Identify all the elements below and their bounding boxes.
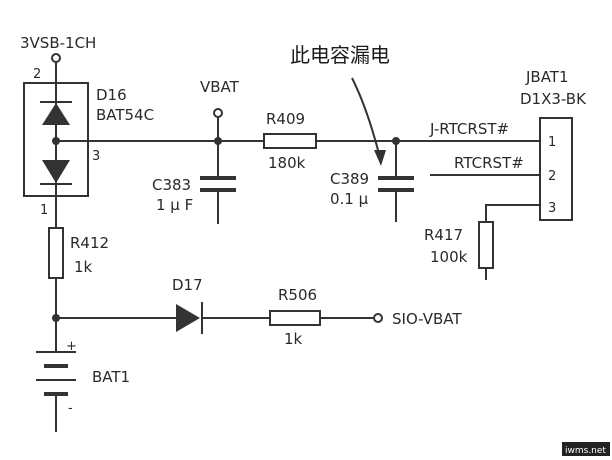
label-sio-vbat: SIO-VBAT bbox=[392, 310, 462, 328]
r412-value: 1k bbox=[74, 258, 93, 276]
d16-part: BAT54C bbox=[96, 106, 154, 124]
net-rtcrst: RTCRST# bbox=[454, 154, 524, 172]
terminal-3vsb bbox=[51, 53, 61, 63]
r506-ref: R506 bbox=[278, 286, 317, 304]
jbat1-pin1: 1 bbox=[548, 135, 556, 150]
c383-value: 1 μ F bbox=[156, 196, 193, 214]
r409-value: 180k bbox=[268, 154, 306, 172]
label-3vsb: 3VSB-1CH bbox=[20, 34, 96, 52]
r417-resistor bbox=[478, 221, 494, 269]
c389-ref: C389 bbox=[330, 170, 369, 188]
r417-value: 100k bbox=[430, 248, 468, 266]
label-vbat: VBAT bbox=[200, 78, 240, 96]
terminal-vbat bbox=[213, 108, 223, 118]
c383-ref: C383 bbox=[152, 176, 191, 194]
r409-resistor bbox=[263, 133, 317, 149]
jbat1-ref: JBAT1 bbox=[525, 68, 569, 86]
d17-ref: D17 bbox=[172, 276, 203, 294]
bat1-minus: - bbox=[68, 401, 73, 416]
jbat1-pin3: 3 bbox=[548, 201, 556, 216]
annotation-arrow bbox=[351, 77, 381, 159]
jbat1-connector bbox=[539, 117, 573, 221]
bat1-battery bbox=[36, 351, 76, 396]
d16-ref: D16 bbox=[96, 86, 127, 104]
bat1-plus: + bbox=[66, 339, 77, 354]
r412-ref: R412 bbox=[70, 234, 109, 252]
r417-ref: R417 bbox=[424, 226, 463, 244]
d16-pin1: 1 bbox=[40, 203, 48, 218]
c389-capacitor bbox=[378, 141, 414, 222]
d16-pin2: 2 bbox=[33, 67, 41, 82]
jbat1-pin2: 2 bbox=[548, 169, 556, 184]
d17-diode bbox=[176, 302, 203, 334]
r506-value: 1k bbox=[284, 330, 303, 348]
annotation-note: 此电容漏电 bbox=[290, 43, 390, 67]
r409-ref: R409 bbox=[266, 110, 305, 128]
bat1-ref: BAT1 bbox=[92, 368, 130, 386]
c389-value: 0.1 μ bbox=[330, 190, 369, 208]
watermark: iwms.net bbox=[565, 446, 606, 456]
r412-resistor bbox=[48, 227, 64, 279]
watermark-box bbox=[562, 442, 610, 456]
d16-pin3: 3 bbox=[92, 149, 100, 164]
net-j-rtcrst: J-RTCRST# bbox=[429, 120, 509, 138]
r506-resistor bbox=[269, 310, 321, 326]
jbat1-part: D1X3-BK bbox=[520, 90, 587, 108]
d16-diode bbox=[23, 82, 89, 197]
c383-capacitor bbox=[200, 141, 236, 224]
terminal-sio-vbat bbox=[373, 313, 383, 323]
